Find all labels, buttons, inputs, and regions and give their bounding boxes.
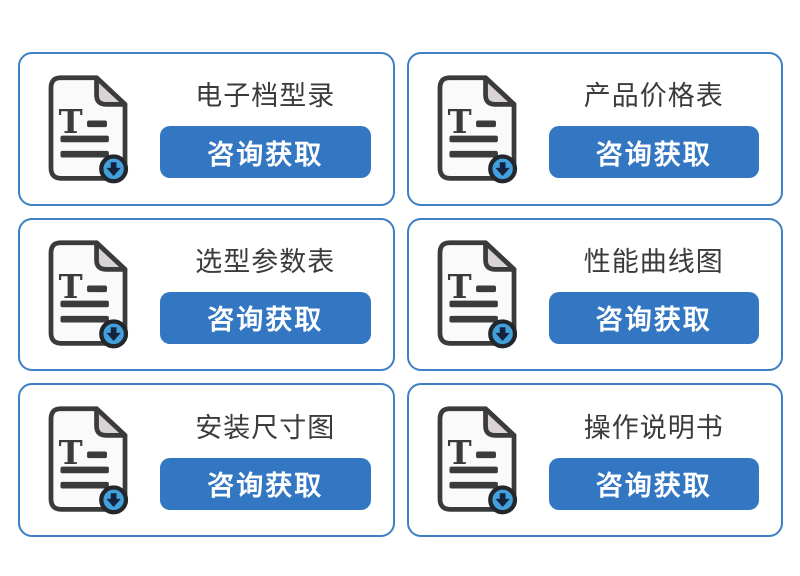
document-download-icon: T — [431, 238, 523, 350]
consult-get-button[interactable]: 咨询获取 — [548, 126, 759, 179]
consult-get-button[interactable]: 咨询获取 — [548, 291, 759, 344]
card-content: 电子档型录 咨询获取 — [160, 79, 371, 179]
svg-text:T: T — [447, 268, 471, 306]
card-content: 产品价格表 咨询获取 — [548, 79, 759, 179]
card-content: 操作说明书 咨询获取 — [548, 411, 759, 510]
document-download-icon: T — [431, 404, 523, 516]
svg-text:T: T — [447, 434, 471, 472]
consult-get-button[interactable]: 咨询获取 — [548, 457, 759, 510]
card-title: 产品价格表 — [583, 81, 724, 112]
consult-get-button[interactable]: 咨询获取 — [160, 457, 371, 510]
svg-text:T: T — [447, 103, 471, 141]
card-content: 安装尺寸图 咨询获取 — [160, 411, 371, 510]
resource-card: T 产品价格表 咨询获取 — [406, 52, 783, 206]
svg-text:T: T — [59, 103, 83, 141]
resource-card: T 安装尺寸图 咨询获取 — [18, 383, 395, 537]
svg-text:T: T — [59, 434, 83, 472]
card-content: 选型参数表 咨询获取 — [160, 245, 371, 344]
card-title: 操作说明书 — [583, 412, 724, 443]
resource-card: T 电子档型录 咨询获取 — [18, 52, 395, 206]
svg-text:T: T — [59, 268, 83, 306]
document-download-icon: T — [431, 73, 523, 185]
card-title: 电子档型录 — [195, 81, 336, 112]
resource-card: T 性能曲线图 咨询获取 — [406, 217, 783, 372]
resource-card: T 操作说明书 咨询获取 — [406, 383, 783, 537]
card-title: 选型参数表 — [195, 246, 336, 277]
card-title: 性能曲线图 — [583, 246, 724, 277]
document-download-icon: T — [42, 238, 134, 350]
card-title: 安装尺寸图 — [195, 412, 336, 443]
cards-grid: T 电子档型录 咨询获取 T — [18, 52, 783, 537]
card-content: 性能曲线图 咨询获取 — [548, 245, 759, 344]
consult-get-button[interactable]: 咨询获取 — [160, 126, 371, 179]
document-download-icon: T — [42, 404, 134, 516]
consult-get-button[interactable]: 咨询获取 — [160, 291, 371, 344]
resource-card: T 选型参数表 咨询获取 — [18, 217, 395, 372]
document-download-icon: T — [42, 73, 134, 185]
